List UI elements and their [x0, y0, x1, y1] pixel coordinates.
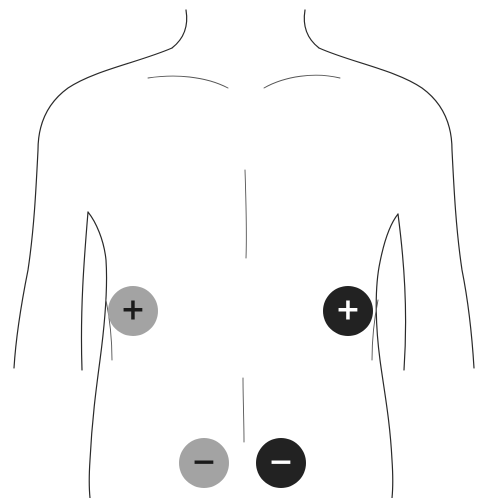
- right-shoulder-line: [318, 47, 475, 369]
- left-inner-arm-line: [80, 211, 89, 371]
- navel-line: [242, 377, 245, 443]
- electrode-upper-left-pad: [108, 286, 158, 336]
- minus-icon: −: [268, 445, 293, 480]
- sternum-line: [244, 169, 247, 259]
- torso-outline: [13, 9, 475, 498]
- electrode-lower-right: −: [256, 438, 306, 488]
- electrode-upper-right: +: [323, 286, 373, 336]
- minus-icon: −: [191, 445, 216, 480]
- left-waist-line: [105, 299, 113, 361]
- electrode-lower-right-pad: [256, 438, 306, 488]
- electrode-upper-right-pad: [323, 286, 373, 336]
- neck-left-line: [171, 9, 188, 49]
- electrode-upper-left: +: [108, 286, 158, 336]
- left-armpit-line: [87, 211, 108, 498]
- right-waist-line: [371, 299, 379, 361]
- right-armpit-line: [375, 213, 399, 498]
- electrode-lower-left: −: [179, 438, 229, 488]
- right-inner-arm-line: [397, 213, 407, 371]
- neck-right-line: [303, 9, 320, 49]
- right-clavicle-line: [263, 74, 341, 89]
- plus-icon: +: [335, 293, 360, 328]
- electrode-lower-left-pad: [179, 438, 229, 488]
- left-clavicle-line: [147, 75, 229, 89]
- left-shoulder-line: [13, 47, 173, 369]
- plus-icon: +: [120, 293, 145, 328]
